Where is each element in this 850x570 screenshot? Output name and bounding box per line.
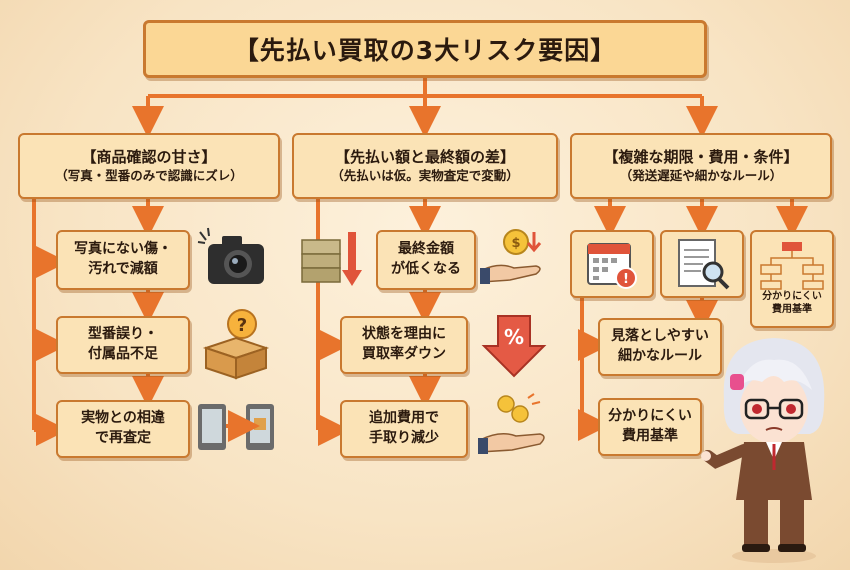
svg-text:?: ? <box>237 315 247 336</box>
risk-item-rate-down: 状態を理由に 買取率ダウン <box>340 316 468 374</box>
category-product-check: 【商品確認の甘さ】 （写真・型番のみで認識にズレ） <box>18 133 280 199</box>
item-line: 型番誤り・ <box>88 326 158 343</box>
question-box-icon: ? <box>202 309 270 380</box>
money-down-icon <box>301 232 362 286</box>
camera-icon <box>197 227 264 284</box>
risk-item-lower-final: 最終金額 が低くなる <box>376 230 476 290</box>
title-text: 【先払い買取の3大リスク要因】 <box>233 36 617 65</box>
svg-text:!: ! <box>623 272 629 287</box>
item-line: 手取り減少 <box>369 430 439 446</box>
item-line: 分かりにくい <box>762 291 822 302</box>
item-line: 実物との相違 <box>81 410 165 427</box>
item-line: 見落としやすい <box>611 328 709 345</box>
category-heading: 【商品確認の甘さ】 <box>81 148 217 167</box>
item-line: 買取率ダウン <box>362 346 446 362</box>
risk-item-unclear-fees: 分かりにくい 費用基準 <box>598 398 702 456</box>
svg-text:$: $ <box>511 236 520 251</box>
risk-item-extra-cost: 追加費用で 手取り減少 <box>340 400 468 458</box>
category-subheading: （先払いは仮。実物査定で変動） <box>331 167 519 183</box>
percent-down-icon: % <box>481 315 547 378</box>
item-line: 写真にない傷・ <box>74 241 172 258</box>
deadline-box: ! <box>570 230 654 298</box>
item-line: 細かなルール <box>618 348 702 364</box>
document-search-icon <box>678 239 730 290</box>
risk-item-damage: 写真にない傷・ 汚れで減額 <box>56 230 190 290</box>
coins-drop-icon <box>478 393 545 454</box>
tablet-compare-icon <box>198 404 274 450</box>
item-line: 費用基準 <box>622 428 678 444</box>
fee-standard-box: 分かりにくい 費用基準 <box>750 230 834 328</box>
category-heading: 【複雑な期限・費用・条件】 <box>603 148 799 167</box>
item-line: 汚れで減額 <box>88 261 158 277</box>
item-line: 状態を理由に <box>362 326 446 343</box>
item-line: で再査定 <box>95 430 151 446</box>
item-line: 付属品不足 <box>88 346 158 362</box>
flowchart-icon <box>760 242 824 290</box>
risk-item-model-error: 型番誤り・ 付属品不足 <box>56 316 190 374</box>
risk-item-mismatch: 実物との相違 で再査定 <box>56 400 190 458</box>
item-line: 追加費用で <box>369 410 439 427</box>
category-subheading: （発送遅延や細かなルール） <box>619 167 783 183</box>
category-price-gap: 【先払い額と最終額の差】 （先払いは仮。実物査定で変動） <box>292 133 558 199</box>
risk-item-fine-rules: 見落としやすい 細かなルール <box>598 318 722 376</box>
rules-box <box>660 230 744 298</box>
item-line: が低くなる <box>391 261 461 277</box>
calendar-alert-icon: ! <box>587 243 637 289</box>
svg-text:%: % <box>504 325 524 349</box>
item-line: 費用基準 <box>772 304 812 315</box>
item-line: 最終金額 <box>398 241 454 258</box>
category-complex-terms: 【複雑な期限・費用・条件】 （発送遅延や細かなルール） <box>570 133 832 199</box>
item-line: 分かりにくい <box>608 408 692 425</box>
coin-hand-icon: $ <box>480 229 542 284</box>
category-heading: 【先払い額と最終額の差】 <box>334 148 515 167</box>
page-title: 【先払い買取の3大リスク要因】 <box>143 20 707 78</box>
category-subheading: （写真・型番のみで認識にズレ） <box>55 167 243 183</box>
character-illustration <box>701 338 825 563</box>
